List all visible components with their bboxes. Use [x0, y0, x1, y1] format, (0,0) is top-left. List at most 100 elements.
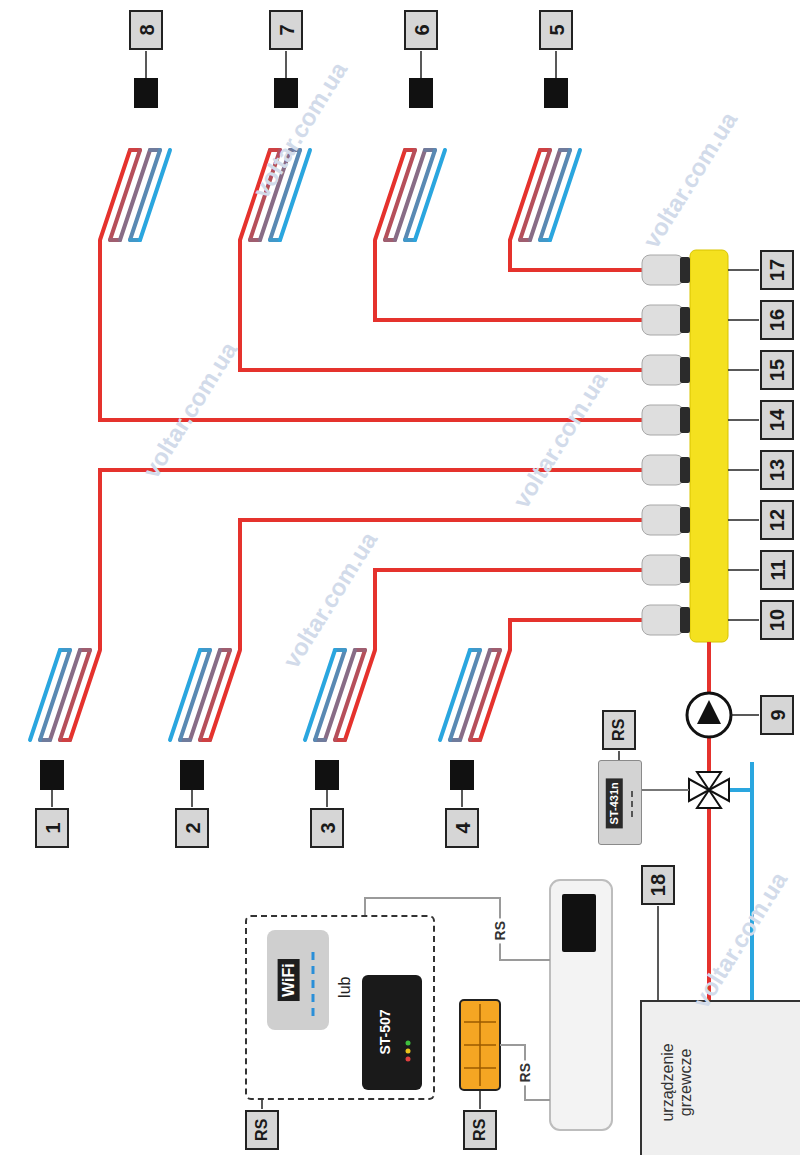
- actuator: [680, 357, 690, 383]
- callout-number: 18: [647, 874, 669, 896]
- main-controller: [550, 880, 612, 1130]
- actuator: [642, 605, 684, 635]
- manifold: [690, 250, 728, 642]
- touch-panel: [460, 1000, 500, 1090]
- wire-label: RS: [492, 917, 509, 942]
- actuator: [680, 607, 690, 633]
- room-sensor: [180, 760, 204, 790]
- node-text: urządzenie grzewcze: [659, 1032, 696, 1132]
- callout-number: 10: [766, 609, 788, 631]
- watermark: voltar.com.ua: [688, 868, 792, 1013]
- heating-coil: [415, 150, 445, 240]
- callout-number: 14: [766, 409, 788, 431]
- callout-number: 4: [451, 822, 473, 833]
- callout-number: 12: [766, 509, 788, 531]
- status-leds: [406, 1041, 411, 1046]
- node-text: ST-431n: [606, 778, 623, 828]
- signal-marks: [312, 1008, 315, 1016]
- callout-number: 9: [766, 709, 788, 720]
- leader-line: [145, 51, 147, 78]
- actuator: [680, 257, 690, 283]
- leader-line: [728, 269, 759, 271]
- leader-line: [731, 714, 759, 716]
- callout-box: 3: [310, 808, 344, 848]
- actuator: [680, 307, 690, 333]
- leader-line: [261, 1100, 263, 1109]
- callout-box: 7: [269, 10, 303, 50]
- room-sensor: [544, 78, 568, 108]
- heating-coil: [305, 650, 335, 740]
- callout-box: RS: [245, 1110, 279, 1150]
- callout-box: 5: [539, 10, 573, 50]
- callout-box: 10: [760, 600, 794, 640]
- callout-number: RS: [253, 1119, 271, 1141]
- actuator: [642, 305, 684, 335]
- valve-controller: ST-431n: [598, 760, 642, 845]
- callout-number: 16: [766, 309, 788, 331]
- leader-line: [461, 790, 463, 807]
- mixing-valve: [642, 789, 689, 791]
- signal-marks: [312, 980, 315, 988]
- actuator: [642, 555, 684, 585]
- status-leds: [406, 1057, 411, 1062]
- heating-coil: [550, 150, 580, 240]
- callout-number: 7: [275, 24, 297, 35]
- main-controller: [562, 894, 596, 952]
- watermark: voltar.com.ua: [138, 338, 242, 483]
- heating-pipe: [100, 240, 642, 420]
- callout-number: 13: [766, 459, 788, 481]
- leader-line: [618, 751, 620, 760]
- circulation-pump: [687, 693, 731, 737]
- leader-line: [191, 790, 193, 807]
- callout-box: 8: [129, 10, 163, 50]
- callout-number: 11: [766, 559, 788, 580]
- callout-box: 17: [760, 250, 794, 290]
- node-text: ST-507: [376, 1009, 392, 1054]
- leader-line: [555, 51, 557, 78]
- heating-pipe: [240, 240, 642, 370]
- wire-label: RS: [517, 1059, 534, 1084]
- touch-panel: [464, 1067, 496, 1069]
- actuator: [680, 557, 690, 583]
- callout-number: 15: [766, 359, 788, 381]
- callout-box: RS: [602, 710, 636, 750]
- actuator: [642, 255, 684, 285]
- callout-number: 5: [545, 24, 567, 35]
- actuator: [642, 405, 684, 435]
- signal-marks: [312, 994, 315, 1002]
- heating-coil: [30, 650, 60, 740]
- leader-line: [420, 51, 422, 78]
- callout-number: 8: [135, 24, 157, 35]
- display-marks: [631, 811, 633, 817]
- callout-box: 9: [760, 695, 794, 735]
- room-sensor: [40, 760, 64, 790]
- display-marks: [631, 791, 633, 797]
- rs-wire: [365, 898, 550, 960]
- room-sensor: [134, 78, 158, 108]
- callout-number: 2: [181, 822, 203, 833]
- callout-box: 6: [404, 10, 438, 50]
- heating-pipe: [375, 240, 642, 320]
- leader-line: [51, 790, 53, 807]
- leader-line: [326, 790, 328, 807]
- signal-marks: [312, 966, 315, 974]
- callout-number: RS: [471, 1119, 489, 1141]
- wifi-module: WiFi: [267, 930, 329, 1030]
- watermark: voltar.com.ua: [638, 108, 742, 253]
- room-sensor: [450, 760, 474, 790]
- alternative-group: WiFiST-507 lub: [245, 915, 435, 1100]
- actuator: [680, 407, 690, 433]
- watermark: voltar.com.ua: [508, 368, 612, 513]
- callout-box: RS: [463, 1110, 497, 1150]
- actuator: [642, 355, 684, 385]
- node-text: lub: [336, 977, 354, 998]
- callout-number: 6: [410, 24, 432, 35]
- leader-line: [728, 419, 759, 421]
- leader-line: [728, 469, 759, 471]
- leader-line: [728, 569, 759, 571]
- leader-line: [285, 51, 287, 78]
- callout-box: 13: [760, 450, 794, 490]
- display-marks: [631, 801, 633, 807]
- heating-coil: [170, 650, 200, 740]
